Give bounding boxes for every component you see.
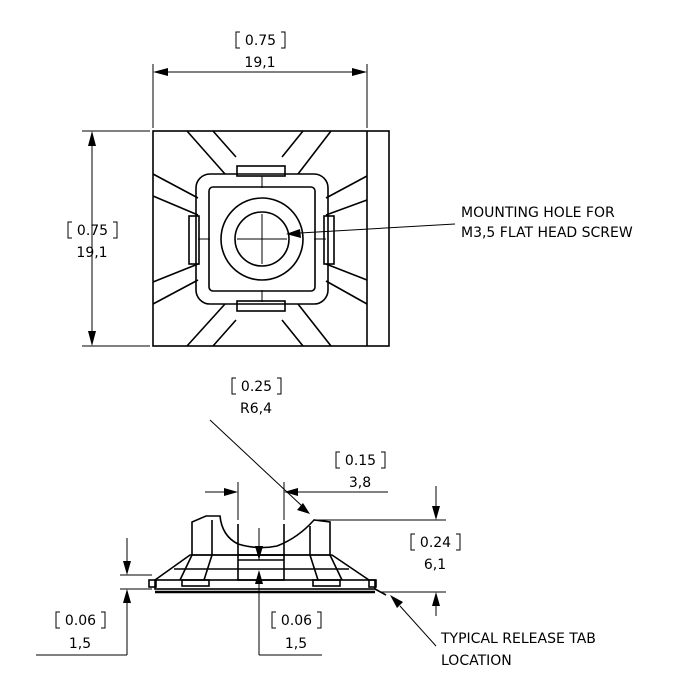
top-width-dimension: 0.75 19,1 (152, 31, 368, 128)
base-center-inch: 0.06 (281, 613, 312, 629)
base-thickness-center-dimension: 0.06 1,5 (255, 528, 322, 656)
base-left-lip (148, 579, 157, 588)
opening-inch: 0.15 (345, 453, 376, 469)
side-height-mm: 6,1 (424, 557, 446, 573)
base-thickness-left-dimension: 0.06 1,5 (36, 538, 152, 656)
top-height-mm: 19,1 (76, 245, 107, 261)
top-height-dimension: 0.75 19,1 (67, 130, 150, 347)
release-tabs (188, 165, 335, 312)
side-body-profile (154, 554, 370, 581)
side-view: 0.25 R6,4 0.15 3,8 0.24 6, (36, 377, 596, 669)
opening-dimension: 0.15 3,8 (205, 451, 388, 520)
top-height-inch: 0.75 (77, 223, 108, 239)
base-center-mm: 1,5 (285, 636, 307, 652)
mounting-hole-callout: MOUNTING HOLE FOR M3,5 FLAT HEAD SCREW (286, 205, 633, 241)
base-right-lip (368, 579, 377, 588)
top-view-outline (152, 130, 390, 347)
release-tab-callout: TYPICAL RELEASE TAB LOCATION (390, 595, 596, 669)
base-left-inch: 0.06 (65, 613, 96, 629)
top-view-ribs (152, 130, 368, 347)
top-view: 0.75 19,1 0.75 19,1 MOUNTING HOLE FOR M3… (67, 31, 633, 347)
center-marks (198, 176, 326, 302)
radius-inch: 0.25 (241, 379, 272, 395)
top-width-inch: 0.75 (245, 33, 276, 49)
top-width-mm: 19,1 (244, 55, 275, 71)
base-flange (154, 579, 376, 590)
mounting-hole-callout-line2: M3,5 FLAT HEAD SCREW (461, 225, 633, 241)
opening-mm: 3,8 (349, 475, 371, 491)
mounting-hole (234, 211, 290, 267)
radius-mm: R6,4 (240, 401, 272, 417)
release-tab-callout-line2: LOCATION (441, 653, 512, 669)
mounting-hole-callout-line1: MOUNTING HOLE FOR (461, 205, 615, 221)
base-left-mm: 1,5 (69, 636, 91, 652)
side-height-dimension: 0.24 6,1 (316, 486, 461, 616)
radius-dimension: 0.25 R6,4 (209, 377, 310, 514)
center-slot (237, 554, 285, 581)
cable-tie-housing (195, 173, 329, 305)
mounting-hole-countersink (220, 197, 304, 281)
side-height-inch: 0.24 (420, 535, 451, 551)
release-tab-callout-line1: TYPICAL RELEASE TAB (440, 631, 596, 647)
